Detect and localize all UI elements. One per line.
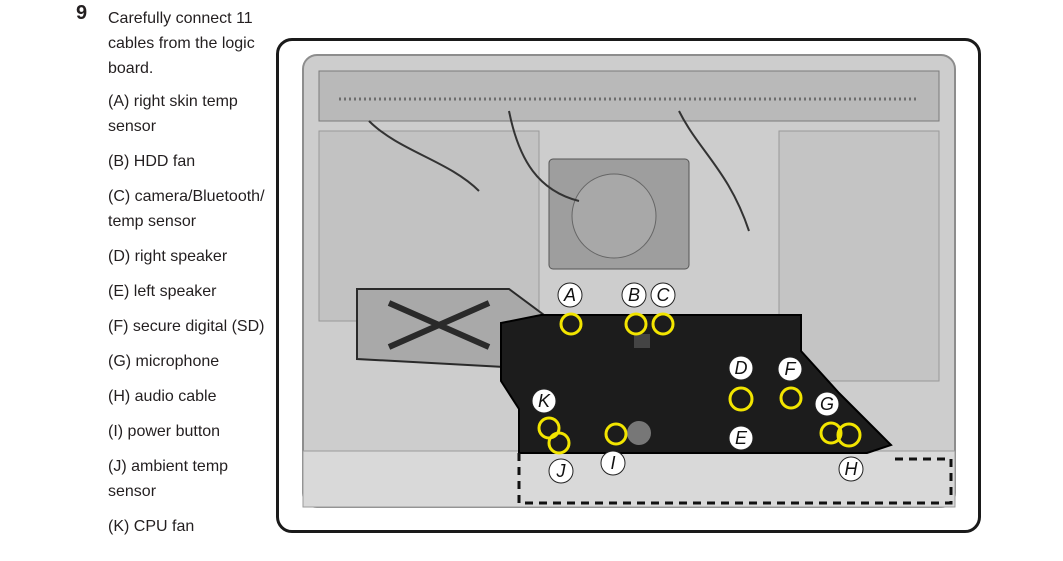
photo-frame: A B C D E F G H I J K xyxy=(276,38,981,533)
highlight-rings xyxy=(537,312,862,455)
cable-item-b: (B) HDD fan xyxy=(108,153,196,170)
dashed-outline xyxy=(517,453,953,505)
hard-drive-platter xyxy=(571,173,657,259)
callout-d-label: D xyxy=(735,358,748,378)
ring-h xyxy=(836,422,862,448)
logic-board xyxy=(500,314,893,454)
cable-item-e: (E) left speaker xyxy=(108,283,217,300)
heatsink-x xyxy=(387,300,491,350)
cable-item-k: (K) CPU fan xyxy=(108,518,195,535)
ring-b xyxy=(624,312,648,336)
callout-c-label: C xyxy=(657,285,671,305)
callout-j-label: J xyxy=(556,461,567,481)
callout-d: D xyxy=(728,355,754,381)
ring-f xyxy=(779,386,803,410)
cable-item-c: (C) camera/Bluetooth/ temp sensor xyxy=(108,188,265,230)
cable-bundle xyxy=(368,110,750,232)
cable-item-j: (J) ambient temp sensor xyxy=(108,458,229,500)
callout-e: E xyxy=(728,425,754,451)
callout-k-label: K xyxy=(538,391,551,411)
cable-item-a: (A) right skin temp sensor xyxy=(108,93,238,135)
callout-g: G xyxy=(814,391,840,417)
callout-h: H xyxy=(838,456,864,482)
callout-a-label: A xyxy=(563,285,576,305)
cable-list: (A) right skin temp sensor (B) HDD fan (… xyxy=(108,89,278,539)
ring-c xyxy=(651,312,675,336)
callout-i-label: I xyxy=(610,453,615,473)
callout-i: I xyxy=(600,450,626,476)
callout-c: C xyxy=(650,282,676,308)
callout-f: F xyxy=(777,356,803,382)
callout-k: K xyxy=(531,388,557,414)
standoff xyxy=(627,421,651,445)
cable-item-i: (I) power button xyxy=(108,423,221,440)
callout-b-label: B xyxy=(628,285,640,305)
ring-k xyxy=(537,416,561,440)
chip xyxy=(634,334,650,348)
right-panel xyxy=(778,130,940,382)
top-rail xyxy=(318,70,940,122)
callout-h-label: H xyxy=(845,459,859,479)
cable-item-g: (G) microphone xyxy=(108,353,220,370)
callout-e-label: E xyxy=(735,428,748,448)
callout-g-label: G xyxy=(820,394,834,414)
cable-item-h: (H) audio cable xyxy=(108,388,217,405)
ring-a xyxy=(559,312,583,336)
callout-j: J xyxy=(548,458,574,484)
imac-internals-photo: A B C D E F G H I J K xyxy=(302,54,956,508)
callout-a: A xyxy=(557,282,583,308)
cable-item-f: (F) secure digital (SD) xyxy=(108,318,265,335)
step-instruction: Carefully connect 11 cables from the log… xyxy=(108,10,255,77)
step-number: 9 xyxy=(76,2,88,24)
ring-i xyxy=(604,422,628,446)
ring-g xyxy=(819,421,843,445)
step-text: Carefully connect 11 cables from the log… xyxy=(108,6,278,549)
callout-f-label: F xyxy=(785,359,797,379)
cable-item-d: (D) right speaker xyxy=(108,248,228,265)
ring-d xyxy=(728,386,754,412)
callout-b: B xyxy=(621,282,647,308)
